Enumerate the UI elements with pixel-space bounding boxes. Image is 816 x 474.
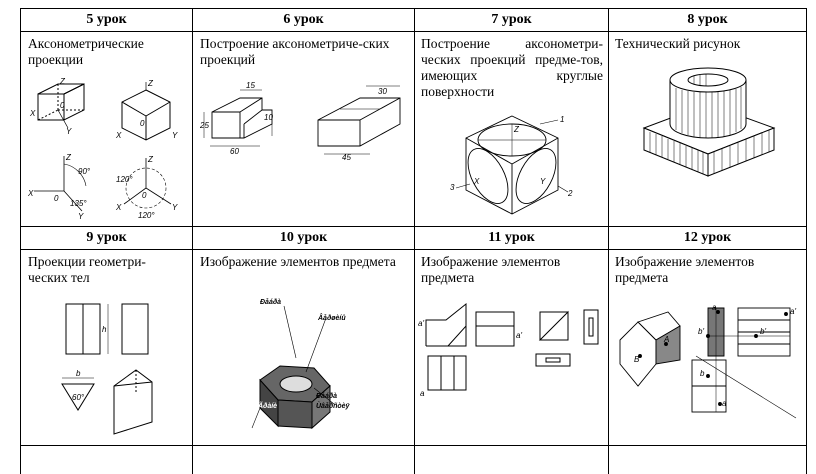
geometric-bodies-figure: h b 60° [52, 300, 162, 445]
lesson-title: Проекции геометри-ческих тел [28, 254, 146, 285]
dimensioned-parts-figure: 60 15 25 10 45 30 [200, 80, 410, 160]
row-divider [20, 445, 806, 446]
axis-z-label: Z [513, 125, 520, 134]
point-label: b' [698, 327, 704, 336]
lesson-title: Построение аксонометри-ческих проекций п… [421, 36, 603, 99]
hex-nut-figure: Ðåáðà Âåðøèíû Ãðàíè Ðåáðà Ùâåðñòèÿ [230, 292, 370, 446]
axis-y-label: Y [540, 177, 546, 186]
technical-drawing-figure [636, 66, 786, 182]
callout-vertices: Âåðøèíû [317, 313, 346, 322]
col-divider [20, 8, 21, 474]
callout-edges: Ðåáðà [260, 298, 281, 306]
angle-label: 135° [70, 199, 87, 208]
lesson-title: Построение аксонометриче-ских проекций [200, 36, 390, 67]
lesson-title: Изображение элементов предмета [200, 254, 396, 269]
height-label: h [102, 325, 107, 334]
angle-label: 90° [78, 167, 91, 176]
callout-number: 3 [450, 183, 455, 192]
origin-label: 0 [142, 191, 147, 200]
point-label: b [700, 369, 705, 378]
callout-number: 1 [560, 115, 564, 124]
origin-label: 0 [60, 101, 65, 110]
axis-y-label: Y [66, 127, 72, 136]
col-divider [192, 8, 193, 474]
axis-y-label: Y [172, 203, 178, 212]
lesson-header: 10 урок [279, 230, 328, 245]
dimension-label: 15 [246, 81, 255, 90]
lesson-header: 12 урок [683, 230, 732, 245]
point-label: B [634, 355, 640, 364]
lesson-title: Технический рисунок [615, 36, 741, 51]
col-divider [806, 8, 807, 474]
callout-holes: Ùâåðñòèÿ [316, 401, 351, 410]
lesson-header: 11 урок [488, 230, 535, 245]
origin-label: 0 [140, 119, 145, 128]
axis-x-label: X [473, 177, 480, 186]
point-label: a [712, 303, 717, 312]
width-label: b [76, 369, 81, 378]
point-label: a [722, 399, 727, 408]
row-divider [20, 31, 806, 32]
lesson-title: Изображение элементов предмета [421, 254, 561, 285]
col-divider [608, 8, 609, 474]
dimension-label: 45 [342, 153, 351, 160]
col-divider [414, 8, 415, 474]
angle-label: 120° [138, 211, 155, 220]
axis-x-label: X [27, 189, 34, 198]
lesson-header: 7 урок [491, 12, 532, 27]
origin-label: 0 [54, 194, 59, 203]
table-border-top [20, 8, 806, 9]
row-divider [20, 249, 806, 250]
point-label: a' [418, 319, 424, 328]
axis-z-label: Z [147, 79, 154, 88]
lesson-header: 5 урок [86, 12, 127, 27]
axis-x-label: X [115, 203, 122, 212]
dimension-label: 60 [230, 147, 239, 156]
lesson-title: Изображение элементов предмета [615, 254, 755, 285]
lesson-title: Аксонометрические проекции [28, 36, 144, 67]
point-label: a' [790, 307, 796, 316]
point-label: a' [516, 331, 522, 340]
axis-y-label: Y [78, 212, 84, 221]
cube-with-circles-figure: 1 2 3 Z X Y [440, 110, 590, 224]
element-projections-figure: a' a' a [418, 296, 608, 406]
angle-label: 120° [116, 175, 133, 184]
point-label: a [420, 389, 425, 398]
callout-edges-2: Ðåáðà [316, 392, 337, 400]
axonometric-cubes-figure: X Z Y 0 Z X Y 0 Z X Y 0 90° 135° Z X Y 1… [26, 76, 186, 221]
lesson-header: 8 урок [687, 12, 728, 27]
dimension-label: 10 [264, 113, 273, 122]
callout-number: 2 [567, 189, 573, 198]
row-divider [20, 226, 806, 227]
callout-faces: Ãðàíè [257, 401, 277, 410]
point-label: A [663, 335, 669, 344]
angle-label: 60° [72, 393, 85, 402]
axis-x-label: X [115, 131, 122, 140]
dimension-label: 30 [378, 87, 387, 96]
axis-z-label: Z [147, 155, 154, 164]
point-projections-figure: A B a b' b a a' b' [616, 300, 802, 420]
point-label: b' [760, 327, 766, 336]
axis-x-label: X [29, 109, 36, 118]
lesson-header: 6 урок [283, 12, 324, 27]
axis-y-label: Y [172, 131, 178, 140]
lesson-header: 9 урок [86, 230, 127, 245]
axis-z-label: Z [65, 153, 72, 162]
dimension-label: 25 [200, 121, 209, 130]
axis-z-label: Z [59, 77, 66, 86]
